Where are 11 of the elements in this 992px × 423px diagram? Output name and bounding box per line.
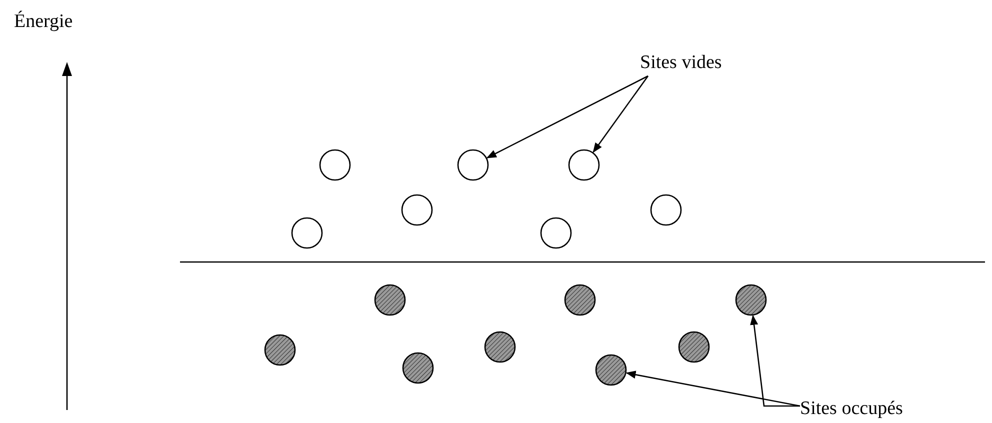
leader-arrow xyxy=(486,75,648,158)
leader-arrow xyxy=(750,314,800,407)
occupied-site-circle xyxy=(595,354,627,386)
leader-arrow xyxy=(592,76,649,153)
callout-label: Sites occupés xyxy=(800,398,904,418)
axis-label: Énergie xyxy=(14,12,73,31)
callout-label: Sites vides xyxy=(640,52,723,72)
empty-site-circle xyxy=(457,149,489,181)
leader-arrow xyxy=(626,370,800,407)
empty-site-circle xyxy=(568,149,600,181)
occupied-site-circle xyxy=(735,284,767,316)
